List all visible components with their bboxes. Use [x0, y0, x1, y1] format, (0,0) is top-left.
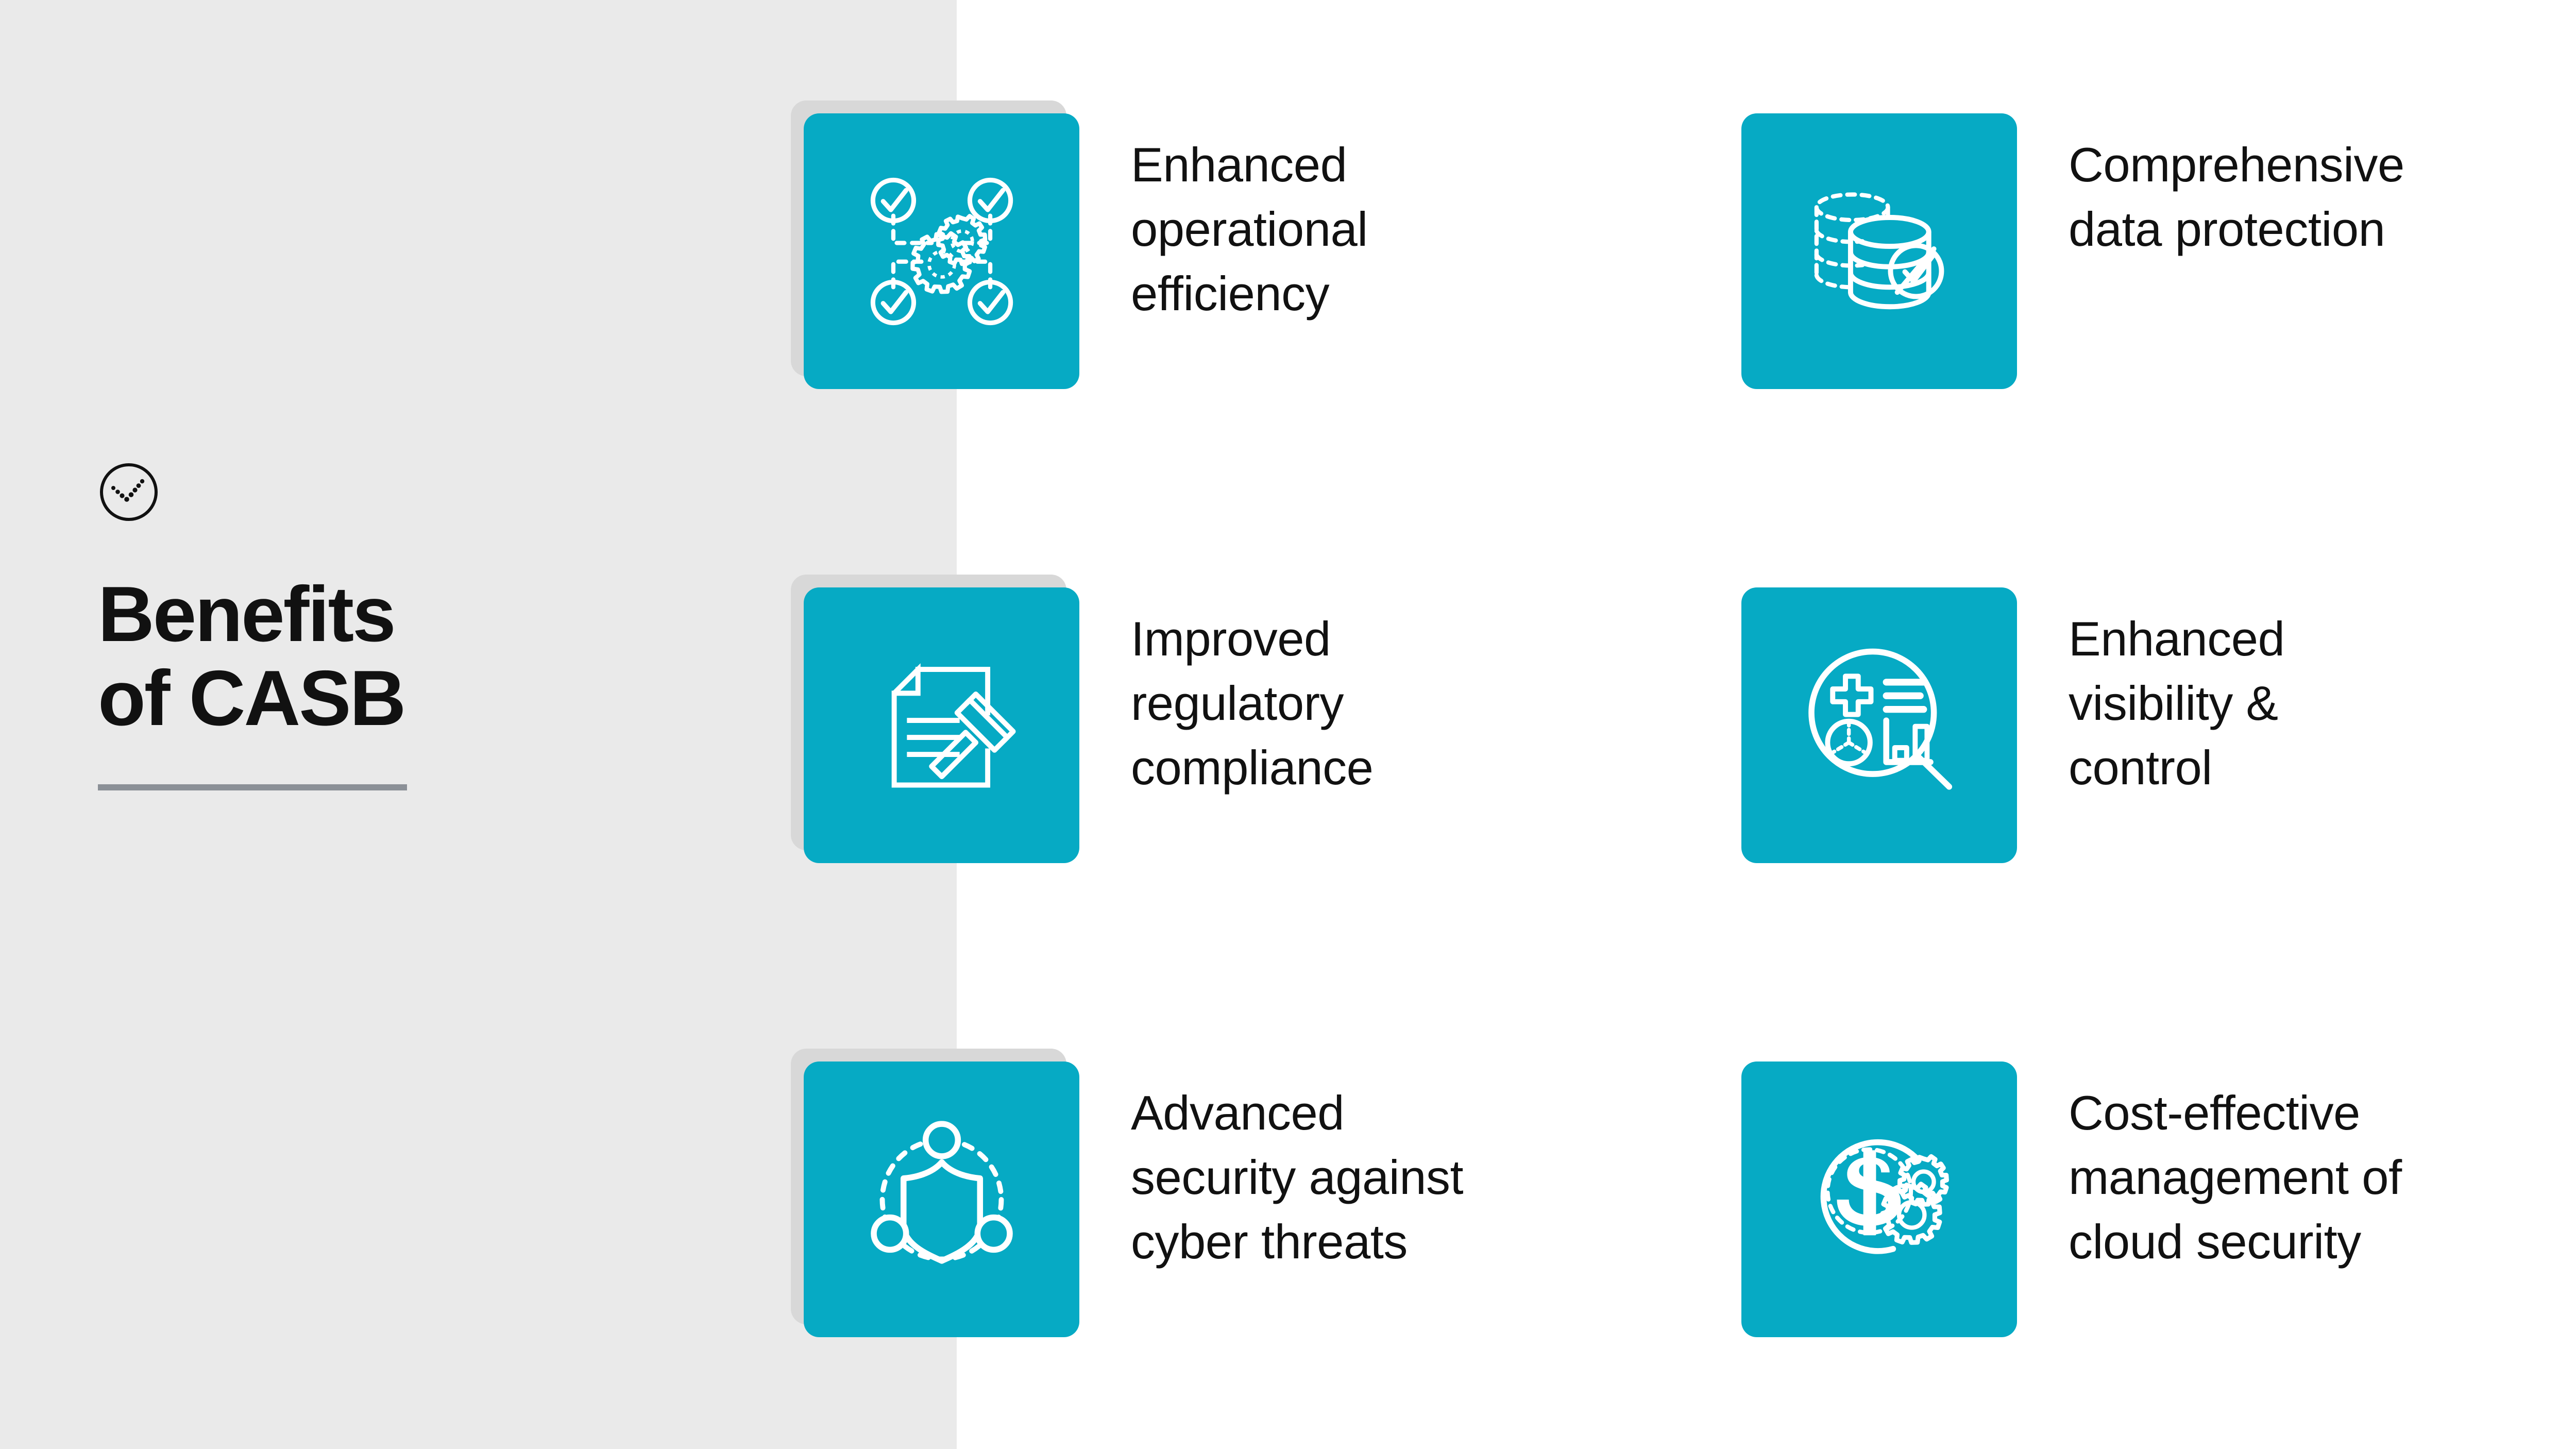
icon-tile: [1741, 113, 2017, 389]
document-gavel-icon: [891, 663, 1016, 787]
benefit-item-enhanced-operational-efficiency[interactable]: Enhanced operational efficiency: [791, 100, 1780, 389]
title-block: Benefits of CASB: [98, 461, 562, 791]
benefits-grid: Enhanced operational efficiency: [791, 100, 2512, 1347]
database-check-icon: [1814, 192, 1944, 309]
title-divider: [98, 784, 407, 791]
benefit-label: Enhanced operational efficiency: [1131, 138, 1368, 321]
benefit-item-cost-effective-management-of-cloud-security[interactable]: Cost-effective management of cloud secur…: [1728, 1049, 2576, 1337]
benefit-label: Advanced security against cyber threats: [1131, 1086, 1464, 1269]
benefit-item-improved-regulatory-compliance[interactable]: Improved regulatory compliance: [791, 575, 1780, 863]
benefit-label: Enhanced visibility & control: [2069, 612, 2285, 795]
page-title: Benefits of CASB: [98, 570, 406, 742]
icon-wrap: [791, 575, 1079, 863]
benefit-item-enhanced-visibility-control[interactable]: Enhanced visibility & control: [1728, 575, 2576, 863]
icon-tile: [804, 113, 1079, 389]
benefit-label: Comprehensive data protection: [2069, 138, 2404, 257]
icon-tile: [804, 1062, 1079, 1337]
circle-dotted-checkmark-icon: [100, 463, 158, 521]
icon-tile: [1741, 1062, 2017, 1337]
checkmarks-gears-network-icon: [870, 177, 1013, 325]
dollar-coin-gears-icon: [1820, 1139, 1949, 1254]
icon-wrap: [791, 1049, 1079, 1337]
magnifier-analytics-icon: [1808, 648, 1952, 790]
icon-wrap: [1728, 100, 2017, 389]
benefit-label: Cost-effective management of cloud secur…: [2069, 1086, 2402, 1269]
icon-wrap: [1728, 1049, 2017, 1337]
benefit-item-comprehensive-data-protection[interactable]: Comprehensive data protection: [1728, 100, 2576, 389]
icon-wrap: [791, 100, 1079, 389]
icon-tile: [804, 587, 1079, 863]
benefit-item-advanced-security-against-cyber-threats[interactable]: Advanced security against cyber threats: [791, 1049, 1780, 1337]
shield-network-nodes-icon: [870, 1120, 1013, 1264]
benefit-label: Improved regulatory compliance: [1131, 612, 1374, 795]
icon-wrap: [1728, 575, 2017, 863]
icon-tile: [1741, 587, 2017, 863]
